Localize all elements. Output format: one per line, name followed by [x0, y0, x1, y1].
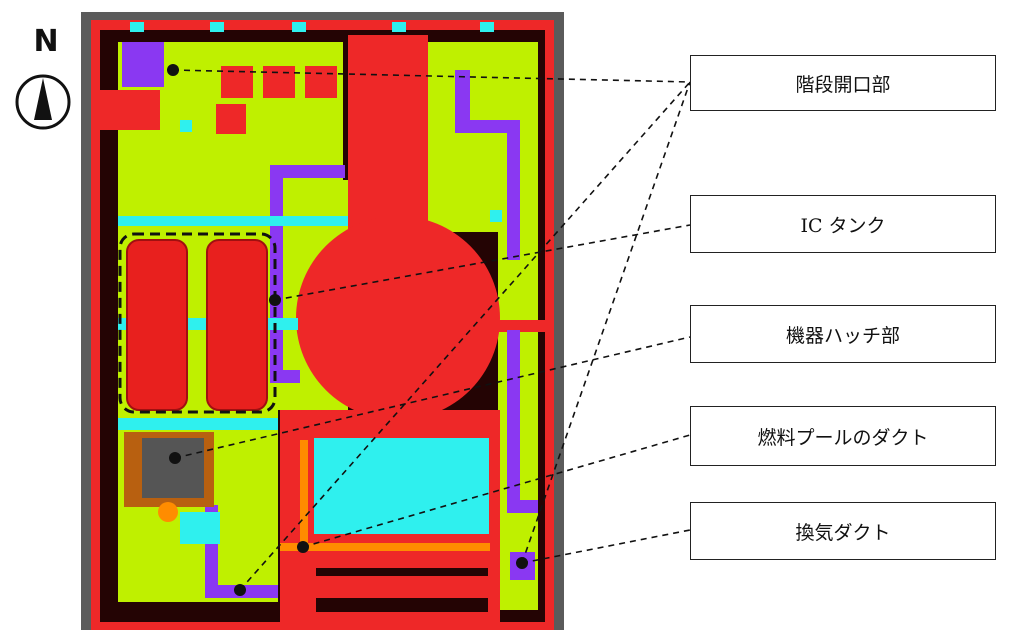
duct-north-east	[455, 70, 520, 260]
cyan-marker	[130, 22, 144, 32]
marker-dot	[516, 557, 528, 569]
ic-tank-right	[206, 239, 268, 411]
dark-slot	[316, 598, 488, 612]
label-ic-tank: IC タンク	[690, 195, 996, 253]
pool-duct-vertical	[300, 440, 308, 550]
marker-dot	[269, 294, 281, 306]
label-ventilation-duct: 換気ダクト	[690, 502, 996, 560]
duct-centre	[270, 165, 345, 383]
marker-dot	[234, 584, 246, 596]
fuel-pool	[314, 438, 489, 534]
label-fuel-pool-duct: 燃料プールのダクト	[690, 406, 996, 466]
label-stair-opening: 階段開口部	[690, 55, 996, 111]
cyan-marker	[480, 22, 494, 32]
compass-north-label: N	[33, 24, 59, 59]
red-block	[263, 66, 295, 98]
cyan-marker	[210, 22, 224, 32]
cyan-marker	[180, 120, 192, 132]
marker-dot	[297, 541, 309, 553]
hatch-shape	[142, 438, 204, 498]
containment-circle	[296, 216, 500, 420]
label-equipment-hatch: 機器ハッチ部	[690, 305, 996, 363]
pool-duct-horizontal	[280, 543, 490, 551]
cyan-marker	[490, 210, 502, 222]
stair-opening-shape	[122, 42, 164, 87]
leader-vent-b	[521, 81, 691, 564]
cyan-marker	[292, 22, 306, 32]
floor-north-east	[428, 42, 538, 232]
red-block	[305, 66, 337, 98]
pipe-upper	[118, 216, 348, 226]
dark-slot	[316, 568, 488, 576]
hatch-wall	[180, 512, 220, 544]
cyan-marker	[392, 22, 406, 32]
leader-lines	[172, 69, 691, 591]
duct-east	[507, 330, 538, 513]
compass-needle	[34, 78, 52, 120]
east-red-bar	[495, 320, 545, 332]
marker-dot	[169, 452, 181, 464]
ic-tank-left	[126, 239, 188, 411]
leader-stair	[172, 69, 691, 83]
leader-pool-duct	[302, 434, 691, 548]
red-block	[216, 104, 246, 134]
stair-wall	[100, 90, 160, 130]
leader-vent-a	[239, 81, 691, 591]
leader-ic-tank	[274, 224, 691, 301]
pipe-lower	[118, 418, 278, 430]
leader-hatch	[174, 336, 691, 459]
ic-tank-outline	[118, 232, 277, 414]
hatch-marker	[158, 502, 178, 522]
red-block	[221, 66, 253, 98]
marker-dot	[167, 64, 179, 76]
